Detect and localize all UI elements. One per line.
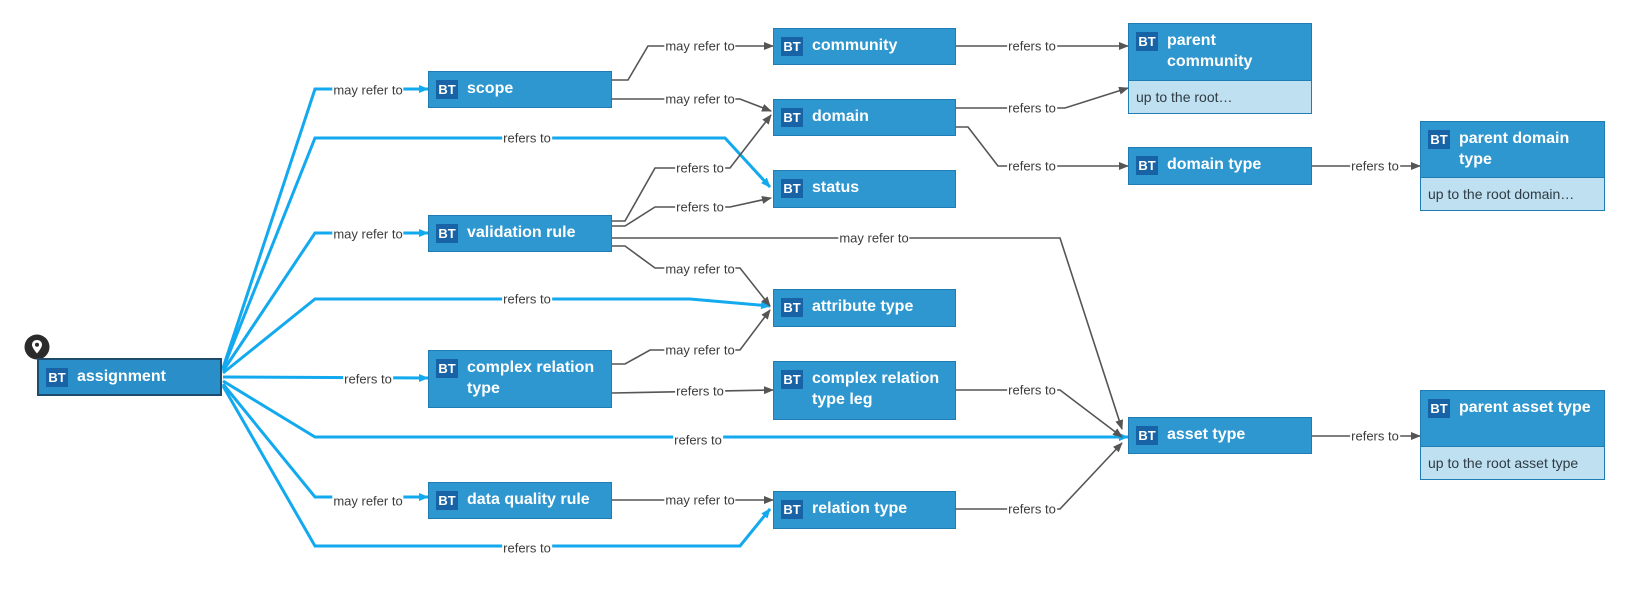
node-domain[interactable]: BT domain: [773, 99, 956, 136]
node-subtitle: up to the root…: [1129, 80, 1311, 113]
bt-badge: BT: [1136, 426, 1158, 445]
edge-assignment-asset: [222, 379, 1129, 441]
node-parent-domain-type[interactable]: BT parent domain type up to the root dom…: [1420, 121, 1605, 211]
node-title: domain type: [1167, 156, 1262, 173]
edge-label: refers to: [1350, 158, 1400, 174]
edge-label: refers to: [1350, 428, 1400, 444]
node-subtitle: up to the root domain…: [1421, 177, 1604, 210]
edge-complex-attribute: [612, 309, 771, 365]
edge-label: may refer to: [664, 38, 736, 54]
edge-label: may refer to: [664, 91, 736, 107]
bt-badge: BT: [1136, 32, 1158, 51]
edge-label: refers to: [502, 130, 552, 146]
edge-label: refers to: [343, 371, 393, 387]
bt-badge: BT: [781, 108, 803, 127]
node-title: data quality rule: [467, 491, 590, 508]
node-scope[interactable]: BT scope: [428, 71, 612, 108]
edge-validation-domain: [612, 114, 772, 222]
bt-badge: BT: [436, 80, 458, 99]
edge-assignment-relation: [221, 385, 772, 548]
node-title: parent community: [1167, 32, 1253, 70]
node-title: complex relation type leg: [812, 370, 940, 408]
edge-label: refers to: [675, 160, 725, 176]
bt-badge: BT: [436, 491, 458, 510]
edge-label: refers to: [1007, 100, 1057, 116]
edge-label: refers to: [673, 432, 723, 448]
node-parent-asset-type[interactable]: BT parent asset type up to the root asse…: [1420, 390, 1605, 480]
bt-badge: BT: [436, 224, 458, 243]
node-title: validation rule: [467, 224, 576, 241]
node-subtitle: up to the root asset type: [1421, 446, 1604, 479]
edge-label: refers to: [1007, 382, 1057, 398]
edge-validation-asset: [612, 237, 1124, 430]
edge-label: refers to: [1007, 38, 1057, 54]
edge-label: refers to: [675, 199, 725, 215]
edge-label: refers to: [502, 540, 552, 556]
node-attribute-type[interactable]: BT attribute type: [773, 289, 956, 327]
edge-assignment-validation: [221, 229, 429, 372]
bt-badge: BT: [436, 359, 458, 378]
node-title: status: [812, 179, 860, 196]
node-title: relation type: [812, 500, 908, 517]
node-title: parent asset type: [1459, 399, 1591, 416]
node-title: domain: [812, 108, 869, 125]
bt-badge: BT: [781, 500, 803, 519]
edge-label: refers to: [1007, 158, 1057, 174]
node-parent-community[interactable]: BT parent community up to the root…: [1128, 23, 1312, 114]
edge-label: may refer to: [664, 492, 736, 508]
edge-domain-domaintype: [956, 126, 1129, 170]
bt-badge: BT: [1136, 156, 1158, 175]
edge-label: refers to: [675, 383, 725, 399]
bt-badge: BT: [781, 370, 803, 389]
node-asset-type[interactable]: BT asset type: [1128, 417, 1312, 454]
node-complex-relation-type[interactable]: BT complex relation type: [428, 350, 612, 408]
node-title: assignment: [77, 368, 166, 385]
node-title: community: [812, 37, 898, 54]
edge-domain-parent: [956, 86, 1129, 109]
node-title: asset type: [1167, 426, 1246, 443]
bt-badge: BT: [1428, 130, 1450, 149]
edge-assignment-complex: [222, 373, 429, 382]
node-title: attribute type: [812, 298, 914, 315]
edge-label: may refer to: [664, 261, 736, 277]
edge-label: refers to: [502, 291, 552, 307]
edge-validation-status: [612, 196, 772, 227]
node-status[interactable]: BT status: [773, 170, 956, 208]
bt-badge: BT: [1428, 399, 1450, 418]
edge-label: may refer to: [332, 226, 404, 242]
node-domain-type[interactable]: BT domain type: [1128, 147, 1312, 185]
node-title: parent domain type: [1459, 130, 1570, 168]
node-title: scope: [467, 80, 514, 97]
edge-label: may refer to: [332, 82, 404, 98]
edge-label: may refer to: [664, 342, 736, 358]
bt-badge: BT: [781, 298, 803, 317]
edge-relation-asset: [956, 442, 1123, 510]
map-pin-icon: [24, 334, 50, 360]
node-complex-relation-type-leg[interactable]: BT complex relation type leg: [773, 361, 956, 420]
edge-validation-attribute: [612, 245, 771, 307]
node-relation-type[interactable]: BT relation type: [773, 491, 956, 529]
node-validation-rule[interactable]: BT validation rule: [428, 215, 612, 252]
bt-badge: BT: [781, 179, 803, 198]
bt-badge: BT: [781, 37, 803, 56]
node-community[interactable]: BT community: [773, 28, 956, 65]
edge-leg-asset: [956, 389, 1123, 438]
edge-label: may refer to: [838, 230, 910, 246]
node-title: complex relation type: [467, 359, 595, 397]
edge-scope-domain: [612, 98, 772, 112]
edge-label: may refer to: [332, 493, 404, 509]
node-data-quality-rule[interactable]: BT data quality rule: [428, 482, 612, 519]
bt-badge: BT: [46, 368, 68, 387]
edge-label: refers to: [1007, 501, 1057, 517]
node-assignment[interactable]: BT assignment: [37, 358, 222, 396]
